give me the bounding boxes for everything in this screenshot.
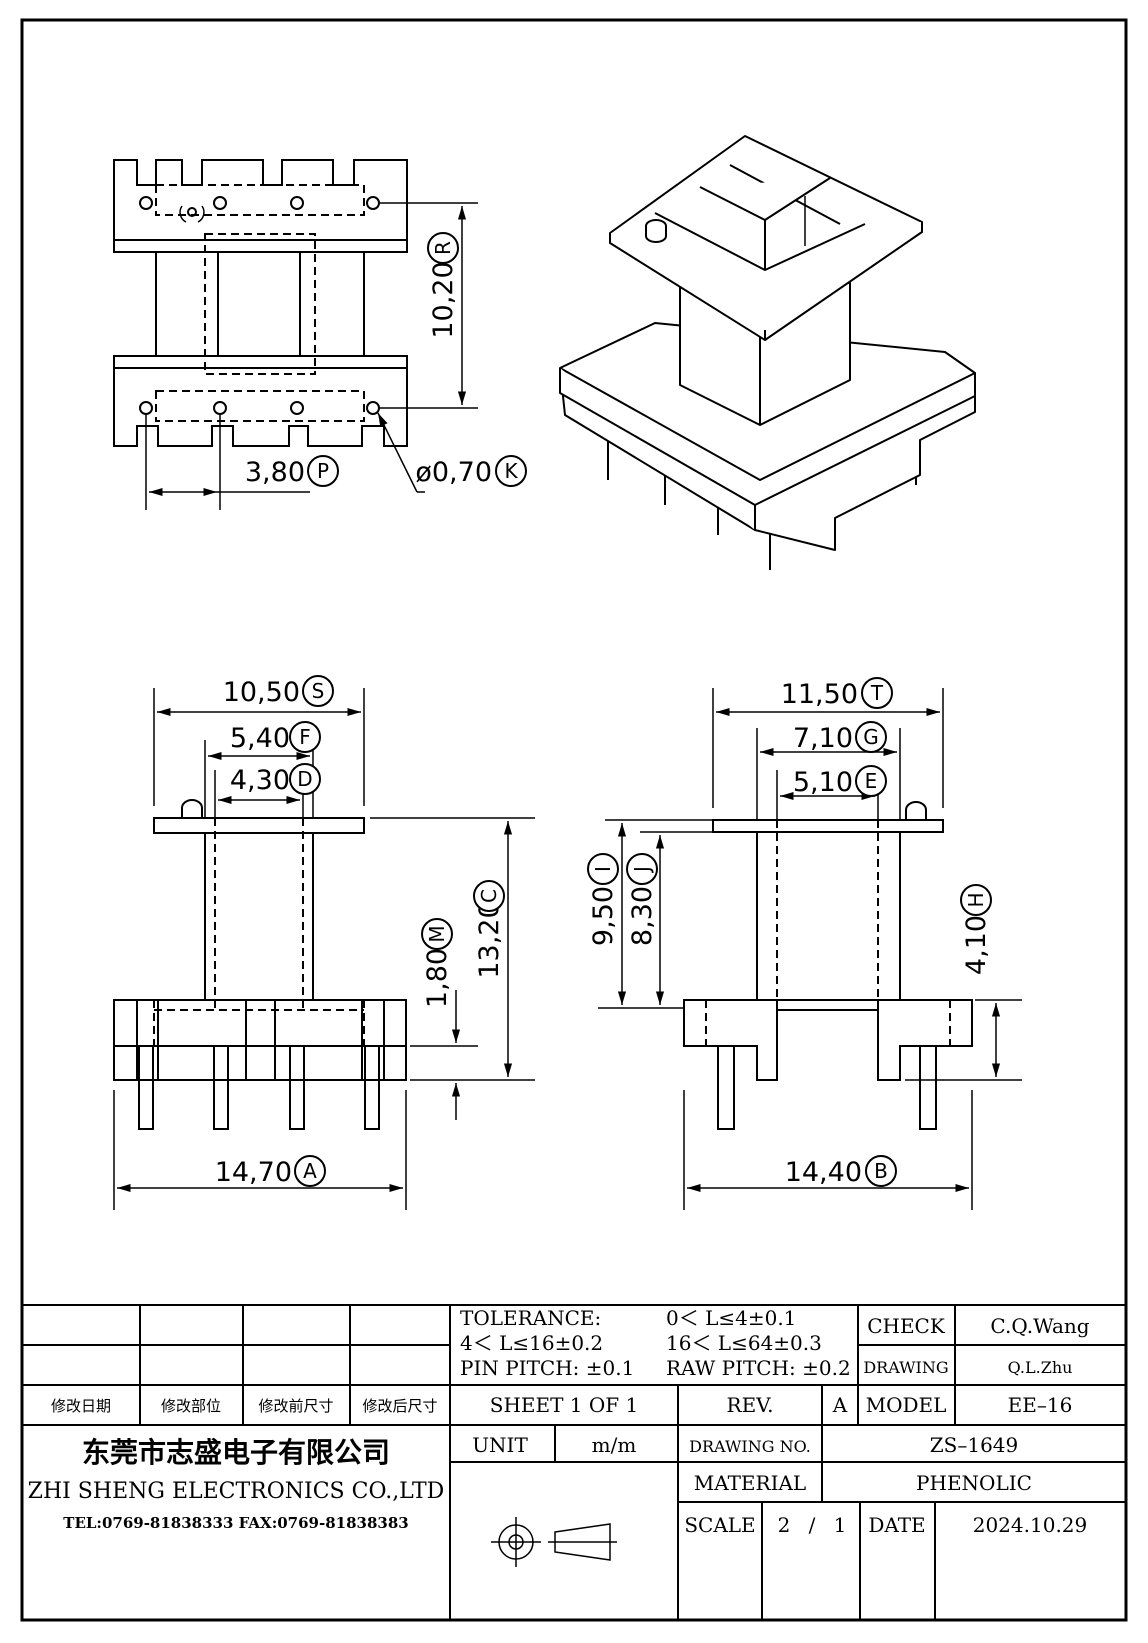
dim-value: 10,50 <box>223 677 300 708</box>
sheet-border <box>20 18 1128 1622</box>
top-view-dimensions <box>145 202 478 510</box>
dim-value: 13,20 <box>474 901 505 978</box>
side-view <box>683 801 973 1130</box>
drawing-no-value: ZS–1649 <box>930 1433 1019 1457</box>
rev-header-before: 修改前尺寸 <box>258 1397 333 1415</box>
dim-value: 14,40 <box>785 1157 862 1188</box>
dim-value: 4,10 <box>961 915 992 975</box>
dim-value: 14,70 <box>215 1157 292 1188</box>
dim-letter: C <box>477 889 501 903</box>
check-label: CHECK <box>867 1314 946 1338</box>
dim-letter: T <box>870 681 884 705</box>
side-view-dimensions <box>598 688 1022 1210</box>
dim-value: 11,50 <box>781 679 858 710</box>
dim-S: 10,50 S <box>223 675 334 708</box>
raw-pitch: RAW PITCH: ±0.2 <box>666 1356 851 1380</box>
dim-value: 7,10 <box>793 723 853 754</box>
dim-G: 7,10 G <box>793 721 887 754</box>
dim-letter: P <box>317 459 329 483</box>
dim-letter: H <box>964 892 988 907</box>
rev-value: A <box>832 1393 848 1417</box>
dim-letter: J <box>630 866 654 874</box>
unit-value: m/m <box>592 1433 637 1457</box>
rev-header-date: 修改日期 <box>51 1397 111 1415</box>
dim-M: 1,80 M <box>421 918 453 1008</box>
scale-sep: / <box>809 1513 816 1537</box>
dim-C: 13,20 C <box>473 880 505 979</box>
dim-F: 5,40 F <box>230 721 321 754</box>
dim-J: 8,30 J <box>626 853 658 946</box>
dim-value: ø0,70 <box>415 457 492 488</box>
drawing-value: Q.L.Zhu <box>1008 1358 1073 1377</box>
dim-letter: B <box>874 1159 888 1183</box>
dim-P: 3,80 P <box>245 455 339 488</box>
date-value: 2024.10.29 <box>973 1513 1088 1537</box>
dim-D: 4,30 D <box>230 763 321 796</box>
dim-B: 14,40 B <box>785 1155 897 1188</box>
model-value: EE–16 <box>1008 1393 1073 1417</box>
dim-value: 8,30 <box>627 886 658 946</box>
rev-header-after: 修改后尺寸 <box>362 1397 437 1415</box>
dim-letter: R <box>431 241 455 255</box>
dim-value: 3,80 <box>245 457 305 488</box>
material-value: PHENOLIC <box>916 1471 1032 1495</box>
drawing-no-label: DRAWING NO. <box>689 1437 811 1456</box>
dim-letter: E <box>865 769 878 793</box>
isometric-view <box>559 135 976 570</box>
dim-I: 9,50 I <box>587 853 619 946</box>
dim-value: 10,20 <box>428 261 459 338</box>
dim-H: 4,10 H <box>960 884 992 975</box>
scale-num: 2 <box>778 1513 791 1537</box>
dim-letter: A <box>303 1159 317 1183</box>
dim-letter: G <box>863 725 879 749</box>
dim-E: 5,10 E <box>793 765 887 798</box>
dim-value: 9,50 <box>588 886 619 946</box>
dim-letter: S <box>312 679 325 703</box>
sheet-count: SHEET 1 OF 1 <box>490 1393 638 1417</box>
check-value: C.Q.Wang <box>990 1314 1089 1338</box>
dim-T: 11,50 T <box>781 677 893 710</box>
dim-letter: F <box>299 725 311 749</box>
unit-label: UNIT <box>472 1433 528 1457</box>
dim-value: 4,30 <box>230 765 290 796</box>
pin-pitch: PIN PITCH: ±0.1 <box>460 1356 634 1380</box>
rev-header-location: 修改部位 <box>161 1397 221 1415</box>
company-contact: TEL:0769-81838333 FAX:0769-81838383 <box>63 1514 408 1532</box>
date-label: DATE <box>868 1513 925 1537</box>
scale-den: 1 <box>834 1513 847 1537</box>
dim-value: 1,80 <box>422 948 453 1008</box>
dim-letter: K <box>504 459 518 483</box>
tolerance-range-2: 4＜ L≤16±0.2 <box>460 1331 603 1355</box>
rev-label: REV. <box>727 1393 774 1417</box>
drawing-label: DRAWING <box>863 1358 948 1377</box>
title-block <box>22 1304 1126 1620</box>
dim-letter: M <box>425 925 449 942</box>
dim-A: 14,70 A <box>215 1155 326 1188</box>
dim-value: 5,40 <box>230 723 290 754</box>
projection-symbol <box>491 1517 617 1567</box>
model-label: MODEL <box>866 1393 947 1417</box>
company-name-cn: 东莞市志盛电子有限公司 <box>82 1436 390 1469</box>
tolerance-range-1: 0＜ L≤4±0.1 <box>666 1306 796 1330</box>
tolerance-range-3: 16＜ L≤64±0.3 <box>666 1331 822 1355</box>
tolerance-label: TOLERANCE: <box>460 1306 601 1330</box>
top-view <box>113 159 408 447</box>
dim-letter: I <box>591 866 615 872</box>
dim-R: 10,20 R <box>427 232 459 339</box>
dim-letter: D <box>297 767 312 791</box>
front-view <box>113 799 407 1130</box>
scale-label: SCALE <box>684 1513 755 1537</box>
material-label: MATERIAL <box>694 1471 806 1495</box>
company-name-en: ZHI SHENG ELECTRONICS CO.,LTD <box>28 1479 445 1504</box>
front-view-dimensions <box>113 688 535 1210</box>
dim-value: 5,10 <box>793 767 853 798</box>
dim-K: ø0,70 K <box>415 455 527 488</box>
